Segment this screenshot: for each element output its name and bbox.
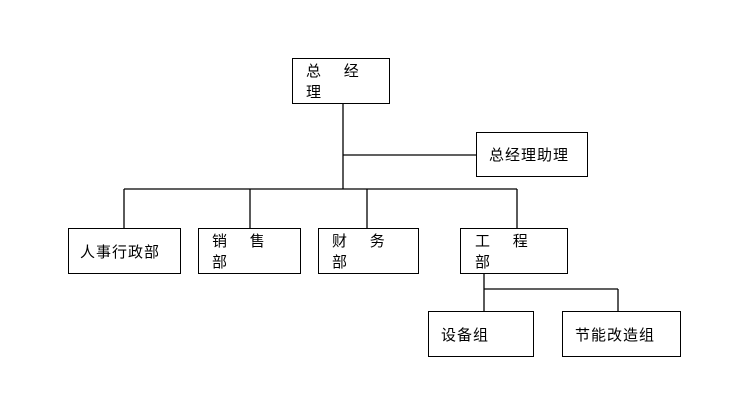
node-sales: 销 售 部 (198, 228, 301, 274)
node-label: 总 经 理 (306, 62, 368, 101)
node-finance: 财 务 部 (318, 228, 419, 274)
node-label: 节能改造组 (575, 325, 656, 344)
node-equipment-group: 设备组 (428, 311, 534, 357)
node-hr-admin: 人事行政部 (68, 228, 181, 274)
node-label: 总经理助理 (489, 146, 570, 164)
node-assistant: 总经理助理 (476, 132, 588, 177)
node-label: 人事行政部 (80, 242, 161, 261)
node-label: 销 售 部 (212, 232, 274, 271)
node-energy-retrofit-group: 节能改造组 (562, 311, 681, 357)
node-label: 财 务 部 (332, 232, 394, 271)
node-general-manager: 总 经 理 (292, 58, 390, 104)
node-label: 设备组 (441, 325, 490, 344)
node-label: 工 程 部 (475, 232, 537, 271)
node-engineering: 工 程 部 (460, 228, 568, 274)
